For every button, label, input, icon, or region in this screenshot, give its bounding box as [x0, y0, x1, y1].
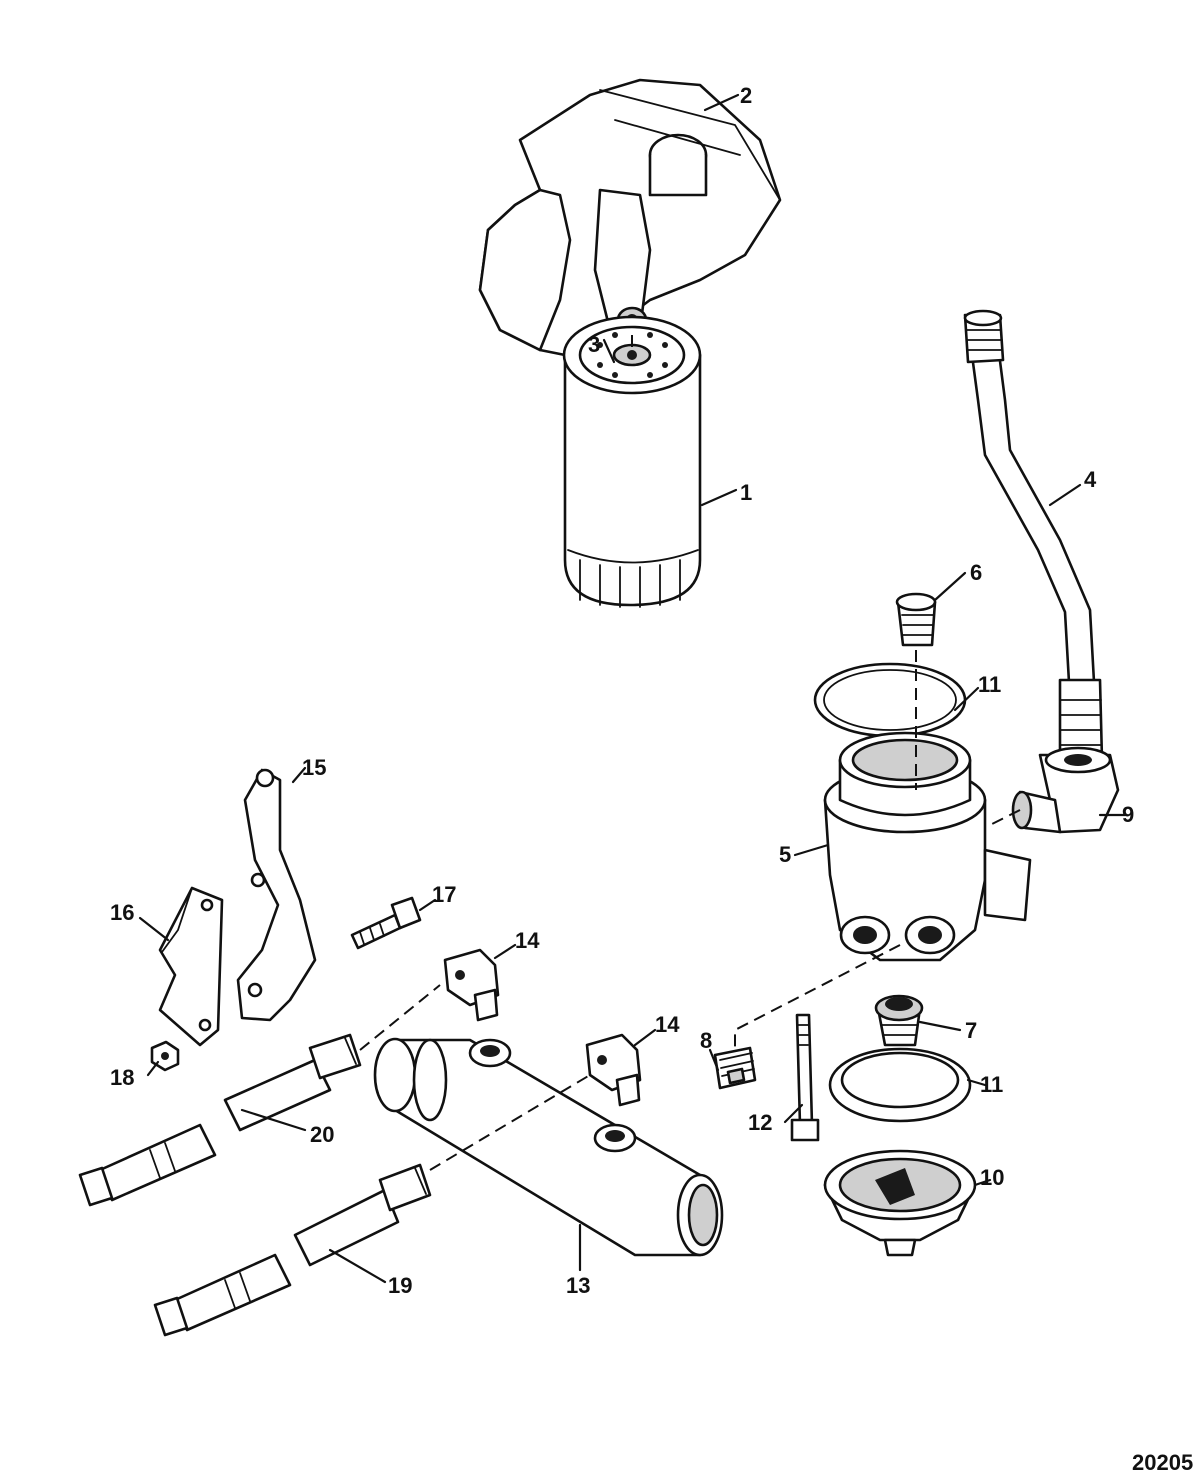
callout-9: 9	[1122, 802, 1134, 827]
callout-16: 16	[110, 900, 134, 925]
callout-leader-lines	[138, 93, 1127, 1284]
callout-15: 15	[302, 755, 326, 780]
callout-13: 13	[566, 1273, 590, 1298]
callout-10: 10	[980, 1165, 1004, 1190]
part-14-elbow-lower	[585, 1033, 642, 1107]
part-1-oil-filter	[562, 315, 702, 608]
part-8-plug	[713, 1046, 757, 1090]
part-11-gasket-ring-lower	[828, 1047, 972, 1123]
callout-4: 4	[1084, 467, 1097, 492]
callout-labels: 1 2 3 4 5 6 7 8 9 10 11 11 12 13 14 14 1…	[110, 83, 1134, 1298]
part-10-bottom-cap	[823, 1149, 977, 1257]
callout-11-upper: 11	[978, 672, 1001, 697]
callout-5: 5	[779, 842, 791, 867]
callout-14-lower: 14	[655, 1012, 680, 1037]
part-16-clamp-half	[158, 886, 224, 1047]
callout-7: 7	[965, 1018, 977, 1043]
part-19-hose-assembly	[153, 1163, 432, 1337]
part-17-bolt	[350, 896, 422, 950]
part-14-elbow-upper	[443, 948, 500, 1022]
part-6-fitting	[895, 592, 937, 647]
callout-17: 17	[432, 882, 456, 907]
part-4-oil-hose	[963, 309, 1104, 771]
callout-20: 20	[310, 1122, 334, 1147]
part-2-filter-mount-bracket	[478, 78, 782, 362]
callout-14-upper: 14	[515, 928, 540, 953]
part-7-plug	[874, 994, 924, 1047]
callout-18: 18	[110, 1065, 134, 1090]
part-15-clamp-strap	[236, 768, 317, 1022]
part-9-elbow-fitting	[1011, 746, 1120, 834]
callout-1: 1	[740, 480, 752, 505]
part-13-oil-cooler	[373, 1037, 724, 1257]
callout-3: 3	[588, 332, 600, 357]
part-5-adapter-housing	[823, 731, 1032, 962]
part-12-bolt	[790, 1013, 820, 1142]
part-20-hose-assembly	[78, 1033, 362, 1207]
assembly-alignment-lines	[359, 335, 1021, 1171]
callout-12: 12	[748, 1110, 772, 1135]
figure-number: 20205	[1132, 1450, 1193, 1475]
callout-19: 19	[388, 1273, 412, 1298]
callout-8: 8	[700, 1028, 712, 1053]
part-11-o-ring-upper	[813, 662, 967, 738]
callout-2: 2	[740, 83, 752, 108]
callout-11-lower: 11	[980, 1072, 1003, 1097]
callout-6: 6	[970, 560, 982, 585]
